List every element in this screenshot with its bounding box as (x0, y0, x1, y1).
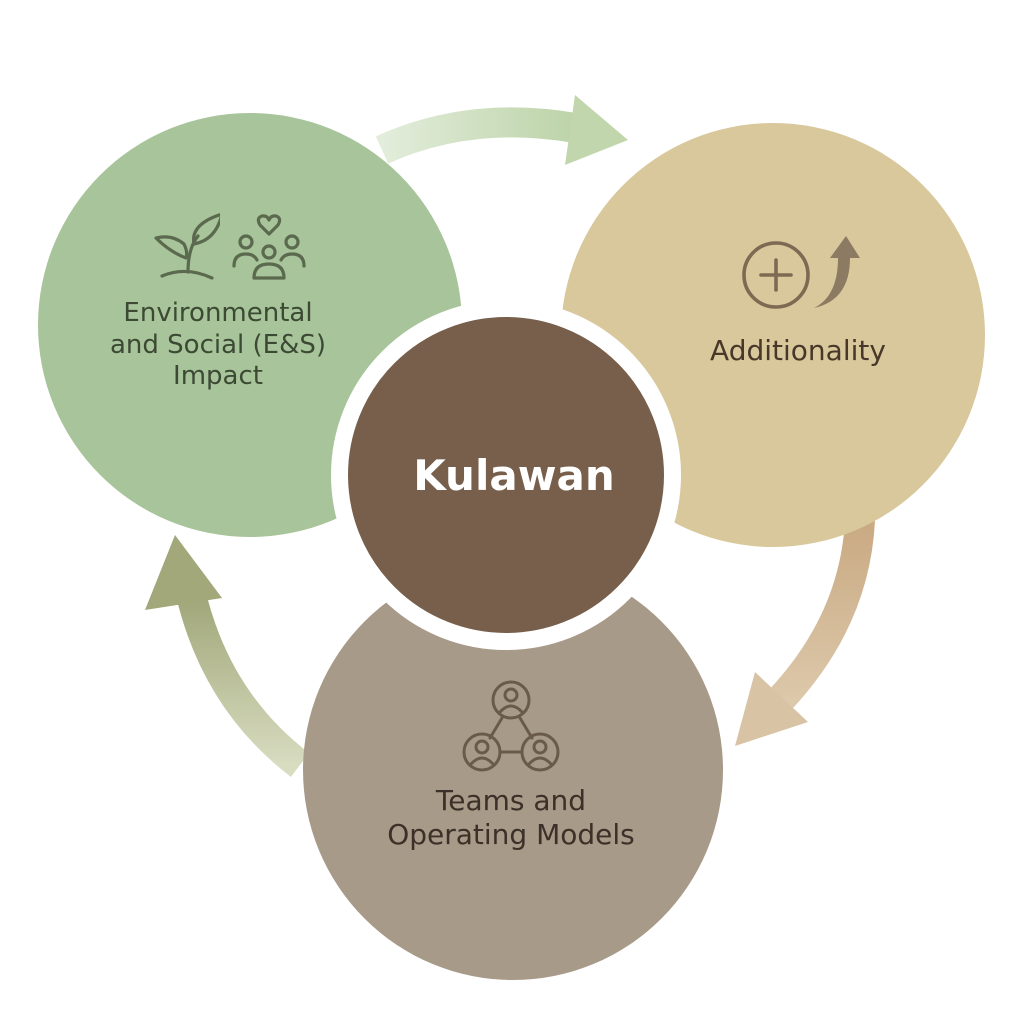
label-teams: Teams and Operating Models (336, 784, 686, 852)
arrow-teams-to-es (145, 535, 310, 777)
center-label: Kulawan (413, 451, 615, 500)
label-line: Additionality (710, 334, 886, 367)
label-line: Teams and (435, 784, 587, 817)
label-line: Impact (173, 361, 263, 392)
label-line: Environmental (123, 298, 313, 328)
arrow-up-curve-icon (814, 236, 860, 308)
plant-sprout-icon (154, 213, 220, 280)
label-line: Operating Models (387, 818, 635, 852)
team-network-icon (462, 680, 560, 772)
label-additionality: Additionality (648, 334, 948, 368)
arrow-es-to-additionality (375, 95, 628, 165)
plus-circle-icon (742, 236, 860, 309)
community-heart-icon (232, 214, 306, 280)
label-line: and Social (E&S) (109, 329, 327, 360)
label-es-impact: Environmental and Social (E&S) Impact (68, 298, 368, 393)
arrow-additionality-to-teams (735, 519, 875, 746)
